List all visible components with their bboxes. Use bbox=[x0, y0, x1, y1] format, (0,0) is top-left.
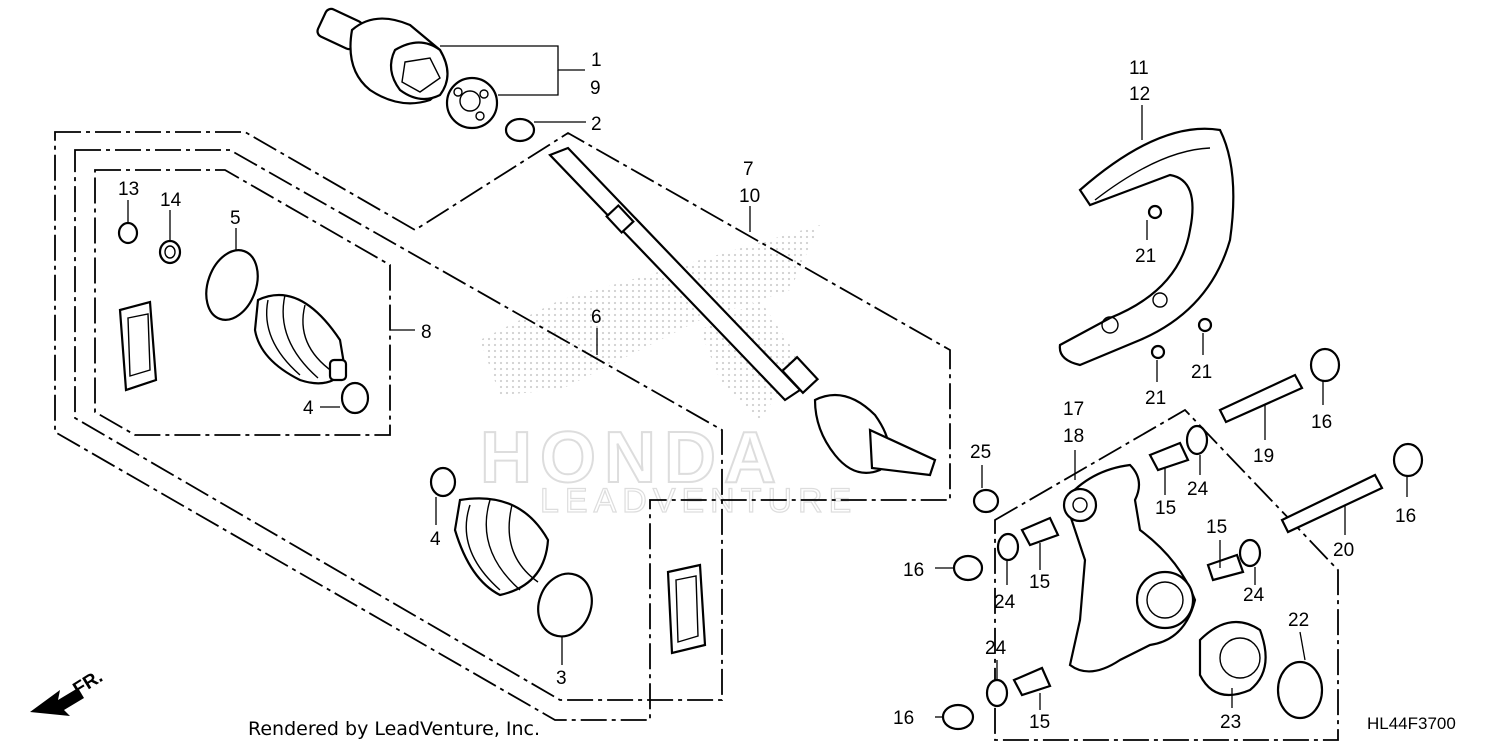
callout-12: 12 bbox=[1129, 84, 1150, 105]
callout-20: 20 bbox=[1333, 540, 1354, 561]
callout-25: 25 bbox=[970, 442, 991, 463]
callout-1: 1 bbox=[591, 50, 602, 71]
leader-lines bbox=[127, 45, 1408, 718]
boot-band-5[interactable] bbox=[197, 243, 267, 327]
callout-2: 2 bbox=[591, 114, 602, 135]
callout-23: 23 bbox=[1220, 712, 1241, 733]
boot-bottom[interactable] bbox=[453, 497, 550, 597]
circlip-13[interactable] bbox=[117, 221, 139, 245]
callout-6: 6 bbox=[591, 307, 602, 328]
boot-band-3[interactable] bbox=[530, 566, 601, 644]
callout-14: 14 bbox=[160, 190, 182, 211]
circlip-22[interactable] bbox=[1276, 660, 1324, 720]
seals-24[interactable] bbox=[985, 424, 1262, 708]
callout-19: 19 bbox=[1253, 446, 1274, 467]
drive-shaft[interactable] bbox=[548, 146, 937, 477]
cage-bearing[interactable] bbox=[445, 76, 499, 130]
callout-15-c: 15 bbox=[1206, 517, 1227, 538]
callout-3: 3 bbox=[556, 668, 567, 689]
callout-22: 22 bbox=[1288, 610, 1309, 631]
callout-8: 8 bbox=[421, 322, 432, 343]
grease-pack-bottom[interactable] bbox=[666, 563, 707, 655]
callout-16-d: 16 bbox=[893, 708, 914, 729]
bearing-23[interactable] bbox=[1198, 620, 1267, 697]
callout-24-a: 24 bbox=[1187, 479, 1209, 500]
callout-16-a: 16 bbox=[903, 560, 924, 581]
boot-band-4-top[interactable] bbox=[340, 381, 370, 415]
ring-14[interactable] bbox=[158, 239, 182, 265]
callout-15-a: 15 bbox=[1155, 498, 1176, 519]
pin-19[interactable] bbox=[1218, 373, 1304, 424]
callout-11: 11 bbox=[1129, 58, 1149, 79]
callout-10: 10 bbox=[739, 186, 760, 207]
front-arrow-icon: FR. bbox=[30, 666, 107, 716]
boot-top[interactable] bbox=[253, 293, 348, 385]
inner-cv-joint[interactable] bbox=[316, 7, 449, 105]
callout-7: 7 bbox=[743, 159, 754, 180]
watermark-leadventure: LEADVENTURE bbox=[540, 482, 857, 520]
spacers-16[interactable] bbox=[941, 347, 1424, 731]
o-ring-25[interactable] bbox=[972, 488, 1000, 514]
diagram-code: HL44F3700 bbox=[1367, 714, 1456, 733]
bushings-15[interactable] bbox=[1012, 441, 1245, 697]
callout-5: 5 bbox=[230, 208, 241, 229]
grease-pack-top[interactable] bbox=[118, 300, 158, 392]
footer-credit: Rendered by LeadVenture, Inc. bbox=[248, 718, 541, 740]
callout-17: 17 bbox=[1063, 399, 1084, 420]
callout-13: 13 bbox=[118, 179, 139, 200]
callout-21-c: 21 bbox=[1145, 388, 1166, 409]
callout-15-d: 15 bbox=[1029, 712, 1050, 733]
callout-24-b: 24 bbox=[994, 592, 1016, 613]
callout-4-top: 4 bbox=[303, 398, 314, 419]
callout-16-c: 16 bbox=[1395, 506, 1416, 527]
callout-4-bottom: 4 bbox=[430, 529, 441, 550]
circlip-2[interactable] bbox=[504, 117, 536, 143]
disc-guard[interactable] bbox=[1058, 127, 1235, 367]
callout-24-d: 24 bbox=[985, 638, 1007, 659]
callout-18: 18 bbox=[1063, 426, 1084, 447]
callout-labels: 1 9 2 7 10 13 14 5 8 4 6 4 3 11 12 21 21… bbox=[118, 50, 1416, 733]
callout-16-b: 16 bbox=[1311, 412, 1332, 433]
pin-20[interactable] bbox=[1280, 473, 1384, 534]
callout-15-b: 15 bbox=[1029, 572, 1050, 593]
rear-knuckle[interactable] bbox=[1062, 463, 1197, 673]
callout-9: 9 bbox=[590, 78, 601, 99]
callout-24-c: 24 bbox=[1243, 585, 1265, 606]
callout-21-b: 21 bbox=[1191, 362, 1212, 383]
watermark-honda: HONDA bbox=[480, 418, 784, 498]
callout-21-a: 21 bbox=[1135, 246, 1156, 267]
boot-band-4-bottom[interactable] bbox=[429, 466, 457, 498]
bolts-21[interactable] bbox=[1147, 204, 1213, 360]
assembly-outlines bbox=[54, 131, 1339, 741]
